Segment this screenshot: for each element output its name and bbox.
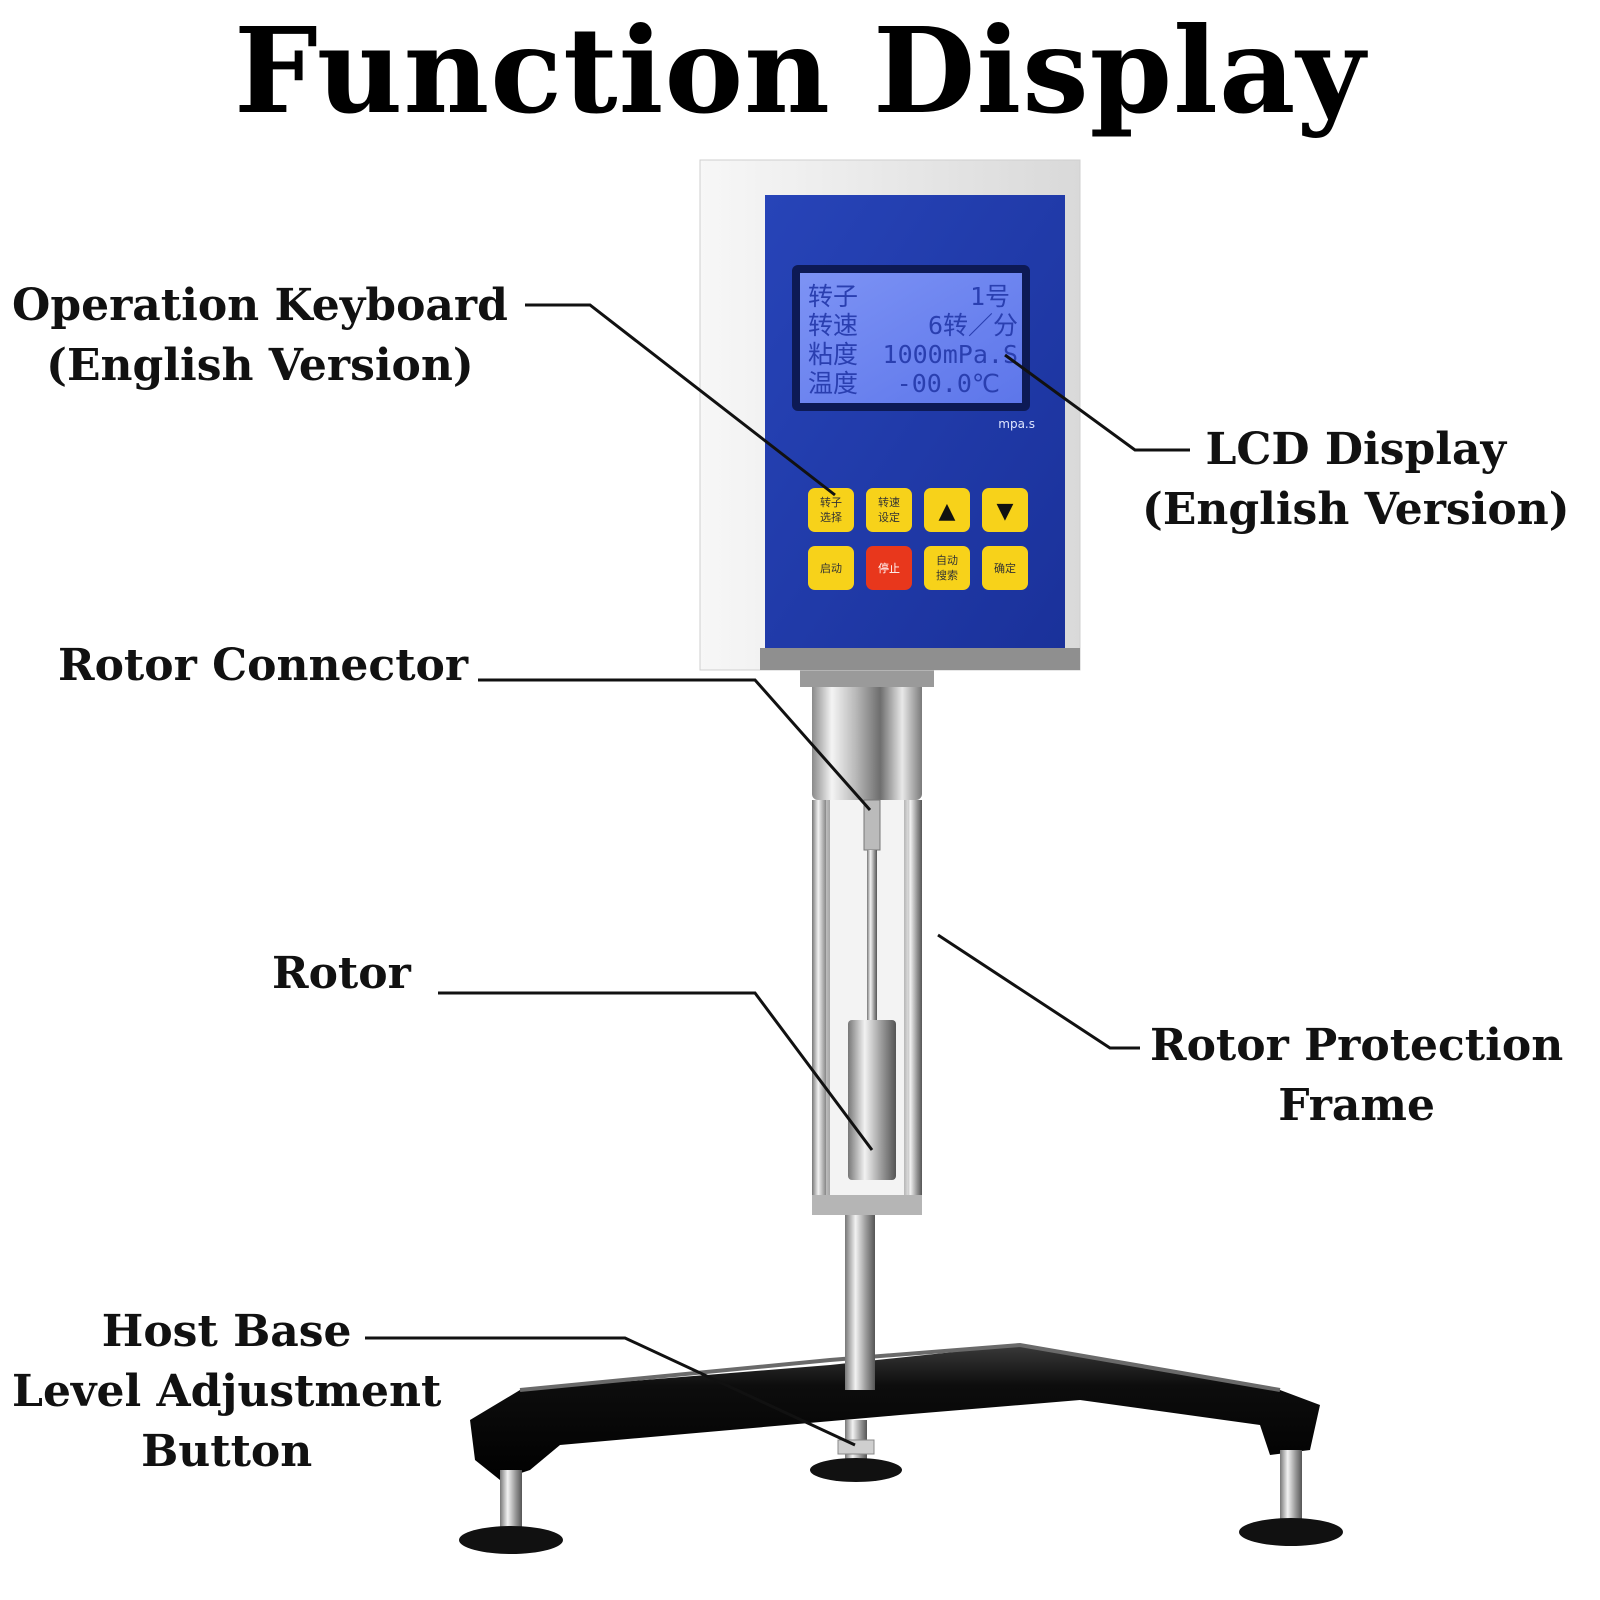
label-host-base: Host Base Level Adjustment Button: [12, 1302, 441, 1482]
tripod-highlight: [519, 1342, 1281, 1392]
rotor-connector-housing: [800, 665, 934, 800]
lcd-row4-label: 温度: [808, 369, 858, 398]
left-foot-screw: [500, 1470, 522, 1530]
key-confirm[interactable]: [982, 546, 1028, 590]
label-rotor: Rotor: [272, 948, 411, 999]
label-lcd-display-line1: LCD Display: [1205, 424, 1507, 475]
key-rotor-select-line2: 选择: [820, 510, 842, 524]
leader-rotor-protection-frame: [937, 933, 1140, 1050]
label-host-base-line1: Host Base: [101, 1306, 352, 1357]
leader-host-base: [365, 1336, 856, 1447]
housing-cylinder: [812, 680, 922, 800]
key-speed-set-line2: 设定: [878, 510, 900, 524]
lcd-row1-value: 1号: [970, 282, 1010, 311]
lcd-row3-label: 粘度: [808, 340, 858, 369]
rotor: [848, 799, 896, 1180]
lcd-screen: [800, 273, 1022, 403]
lcd-row2-value: 6转／分: [928, 311, 1018, 340]
label-rotor-protection-frame: Rotor Protection Frame: [1150, 1016, 1563, 1136]
key-stop[interactable]: [866, 546, 912, 590]
leader-operation-keyboard: [525, 303, 836, 497]
level-adjust-nut: [837, 1439, 875, 1455]
rotor-cylinder: [848, 1020, 896, 1180]
tripod-body: [470, 1345, 1320, 1480]
label-rotor-connector: Rotor Connector: [58, 640, 469, 691]
label-rotor-protection-frame-line1: Rotor Protection: [1150, 1020, 1564, 1071]
frame-bottom: [812, 1195, 922, 1215]
leader-lcd-display: [1004, 353, 1190, 452]
keypad: 转子 选择 转速 设定 ▲ ▼ 启动 停止 自动 搜索 确定: [808, 488, 1028, 590]
left-foot-pad: [459, 1526, 563, 1554]
page-title: Function Display: [234, 1, 1366, 140]
frame-right-bar: [904, 800, 922, 1210]
right-foot-pad: [1239, 1518, 1343, 1546]
key-confirm-label: 确定: [994, 561, 1016, 575]
label-lcd-display: LCD Display (English Version): [1142, 420, 1570, 540]
key-speed-set-line1: 转速: [878, 495, 900, 509]
leader-lines: [365, 303, 1190, 1447]
key-down[interactable]: [982, 488, 1028, 532]
lcd-row3-value: 1000mPa.S: [883, 340, 1018, 369]
label-host-base-line3: Button: [141, 1426, 313, 1477]
back-foot-pad: [810, 1458, 902, 1482]
leader-rotor-connector: [478, 678, 872, 811]
frame-left-bar: [812, 800, 830, 1210]
tripod-base: [459, 1342, 1343, 1554]
key-start-label: 启动: [820, 562, 842, 575]
label-operation-keyboard: Operation Keyboard (English Version): [12, 276, 508, 396]
rotor-shaft: [867, 850, 877, 1020]
key-rotor-select[interactable]: [808, 488, 854, 532]
right-foot-screw: [1280, 1450, 1302, 1520]
lcd-row1-label: 转子: [808, 282, 858, 311]
key-speed-set[interactable]: [866, 488, 912, 532]
key-up-icon: ▲: [939, 499, 956, 524]
leader-rotor: [438, 991, 874, 1151]
key-auto-search[interactable]: [924, 546, 970, 590]
control-box: 转子 1号 转速 6转／分 粘度 1000mPa.S 温度 -00.0℃ mpa…: [699, 159, 1081, 671]
key-auto-search-line1: 自动: [936, 554, 958, 567]
label-rotor-protection-frame-line2: Frame: [1278, 1080, 1435, 1131]
key-rotor-select-line1: 转子: [820, 495, 842, 509]
lcd-unit-label: mpa.s: [998, 417, 1035, 431]
key-stop-label: 停止: [878, 561, 900, 575]
label-lcd-display-line2: (English Version): [1142, 484, 1570, 535]
key-up[interactable]: [924, 488, 970, 532]
label-operation-keyboard-line2: (English Version): [46, 340, 474, 391]
label-operation-keyboard-line1: Operation Keyboard: [12, 280, 508, 331]
support-rod: [845, 1200, 875, 1390]
lcd-row4-value: -00.0℃: [897, 369, 1000, 398]
key-auto-search-line2: 搜索: [936, 568, 958, 582]
label-host-base-line2: Level Adjustment: [12, 1366, 442, 1417]
case-bottom-plate: [760, 648, 1080, 670]
key-down-icon: ▼: [997, 499, 1014, 524]
lcd-row2-label: 转速: [808, 311, 858, 340]
key-start[interactable]: [808, 546, 854, 590]
